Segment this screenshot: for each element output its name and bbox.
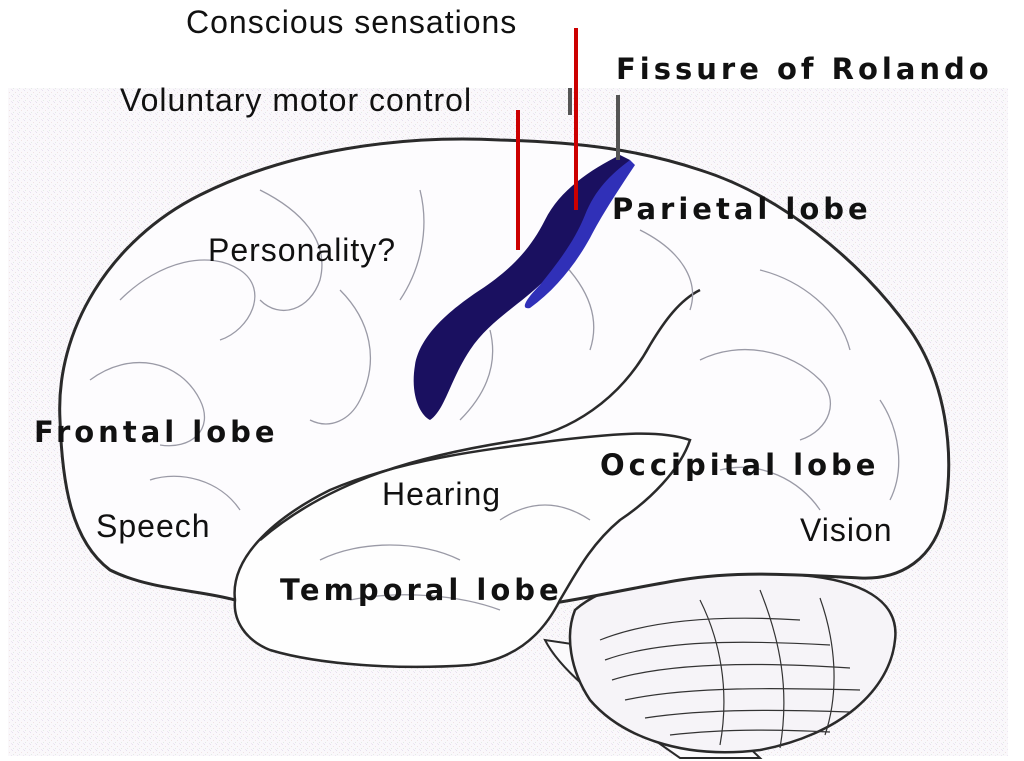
label-frontal-lobe: Frontal lobe xyxy=(34,415,279,449)
label-hearing: Hearing xyxy=(382,476,501,513)
label-vision: Vision xyxy=(800,512,893,549)
label-conscious-sensations: Conscious sensations xyxy=(186,4,517,41)
label-temporal-lobe: Temporal lobe xyxy=(280,573,563,607)
label-voluntary-motor-control: Voluntary motor control xyxy=(120,82,472,119)
label-personality: Personality? xyxy=(208,232,396,269)
label-fissure-of-rolando: Fissure of Rolando xyxy=(616,52,993,86)
label-parietal-lobe: Parietal lobe xyxy=(612,192,872,226)
label-speech: Speech xyxy=(96,508,211,545)
label-occipital-lobe: Occipital lobe xyxy=(600,448,879,482)
